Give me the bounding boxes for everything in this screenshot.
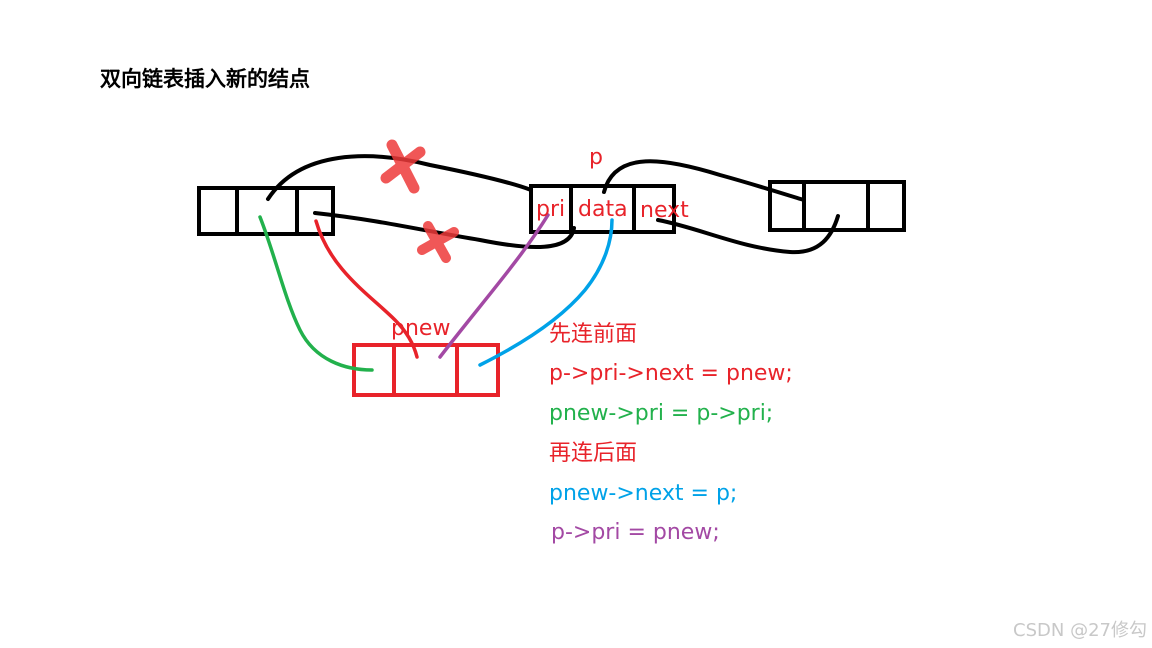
- label-data: data: [578, 197, 628, 222]
- node-p: [529, 184, 676, 234]
- link-purple-p-pri-to-pnew: [438, 213, 550, 359]
- label-p: p: [589, 145, 603, 170]
- link-green-pnew-pri-to-prev: [258, 215, 374, 372]
- code-line-4: 再连后面: [549, 441, 637, 466]
- link-next-pri-to-p: [656, 214, 840, 255]
- node-prev: [197, 186, 335, 236]
- link-p-next-to-next: [602, 159, 806, 202]
- node-pnew: [352, 343, 500, 397]
- label-pnew: pnew: [391, 316, 450, 341]
- cross-icon: [417, 221, 459, 263]
- code-line-2: p->pri->next = pnew;: [549, 361, 793, 386]
- label-pri: pri: [536, 197, 565, 222]
- link-p-pri-to-prev: [313, 211, 576, 249]
- diagram-title: 双向链表插入新的结点: [100, 67, 310, 91]
- code-line-1: 先连前面: [549, 322, 637, 347]
- link-red-prev-next-to-pnew: [314, 219, 419, 359]
- code-line-3: pnew->pri = p->pri;: [549, 401, 773, 426]
- watermark: CSDN @27修勾: [1013, 620, 1147, 641]
- label-next: next: [640, 198, 689, 223]
- old-links: [266, 154, 840, 255]
- cross-icon: [380, 139, 426, 194]
- node-next: [768, 180, 906, 232]
- link-prev-next-to-p: [266, 154, 533, 201]
- code-line-5: pnew->next = p;: [549, 481, 737, 506]
- link-blue-pnew-next-to-p: [478, 218, 614, 367]
- code-line-6: p->pri = pnew;: [551, 520, 720, 545]
